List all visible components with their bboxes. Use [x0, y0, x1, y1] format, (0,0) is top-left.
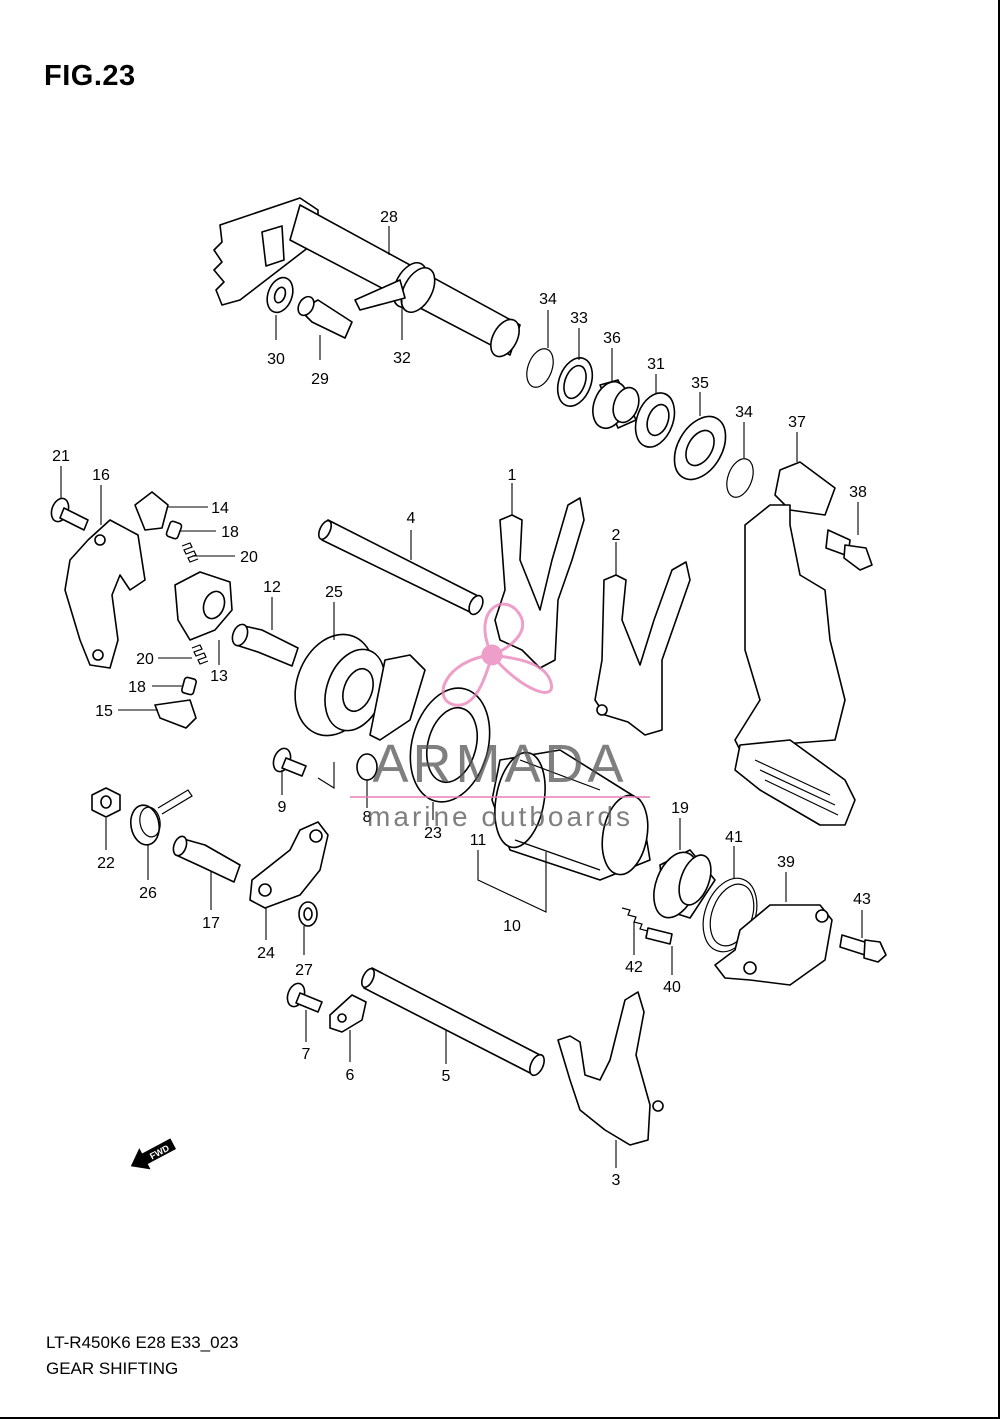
fork-shaft-5	[361, 967, 545, 1077]
callout-4: 4	[407, 510, 416, 527]
callout-8: 8	[363, 809, 372, 826]
callout-19: 19	[671, 800, 689, 817]
bolt-12	[231, 623, 299, 667]
callout-31: 31	[647, 356, 665, 373]
screw-7	[286, 982, 323, 1013]
gearshift-cam-11	[491, 749, 651, 881]
callout-34-a: 34	[539, 291, 557, 308]
callout-16: 16	[92, 467, 110, 484]
callout-1: 1	[508, 467, 517, 484]
washer-35	[673, 415, 727, 481]
nut-22	[91, 787, 121, 818]
bolt-29	[297, 295, 353, 339]
callout-29: 29	[311, 371, 329, 388]
guide-plate-16	[64, 519, 146, 669]
contact-40	[645, 927, 673, 945]
shift-arm-24	[249, 821, 329, 909]
pin-18-a	[165, 520, 183, 540]
watermark-tagline: marine outboards	[367, 801, 633, 832]
callout-23: 23	[424, 825, 442, 842]
callout-24: 24	[257, 945, 275, 962]
callout-3: 3	[612, 1172, 621, 1189]
leader-lines	[60, 226, 863, 1168]
callout-labels: 1 2 3 4 5 6 7 8 9 10 11 12 13 14 15 16 1…	[52, 209, 871, 1189]
pawl-14	[134, 491, 169, 531]
bolt-38	[825, 529, 873, 571]
plate-6	[329, 994, 367, 1033]
washer-33	[556, 357, 594, 407]
callout-5: 5	[442, 1068, 451, 1085]
callout-34-b: 34	[735, 404, 753, 421]
callout-32: 32	[393, 350, 411, 367]
callout-21: 21	[52, 448, 70, 465]
callout-15: 15	[95, 703, 113, 720]
fork-shaft-4	[318, 519, 484, 616]
callout-20-a: 20	[240, 549, 258, 566]
callout-18-b: 18	[128, 679, 146, 696]
switch-39	[714, 904, 833, 986]
shift-fork-3	[557, 991, 664, 1146]
screw-9	[272, 747, 307, 777]
bolt-43	[839, 934, 887, 963]
callout-42: 42	[625, 959, 643, 976]
callout-30: 30	[267, 351, 285, 368]
shift-shaft-28	[213, 197, 521, 358]
oil-seal-31	[634, 392, 676, 448]
bolt-17	[172, 835, 241, 883]
washer-27	[298, 901, 318, 927]
pin-18-b	[181, 676, 197, 696]
model-code: LT-R450K6 E28 E33_023	[46, 1333, 239, 1352]
callout-14: 14	[211, 500, 229, 517]
callout-38: 38	[849, 484, 867, 501]
callout-35: 35	[691, 375, 709, 392]
callout-41: 41	[725, 829, 743, 846]
callout-39: 39	[777, 854, 795, 871]
cam-driven-gear-25	[294, 633, 426, 741]
circlip-34-a	[526, 348, 554, 388]
callout-33: 33	[570, 310, 588, 327]
circlip-34-b	[726, 458, 754, 498]
watermark: ARMADA marine outboards	[350, 602, 650, 832]
callout-25: 25	[325, 584, 343, 601]
callout-12: 12	[263, 579, 281, 596]
washer-30	[266, 276, 294, 314]
propeller-logo-icon	[441, 602, 554, 707]
callout-28: 28	[380, 209, 398, 226]
callout-27: 27	[295, 962, 313, 979]
callout-2: 2	[612, 527, 621, 544]
callout-43: 43	[853, 891, 871, 908]
callout-37: 37	[788, 414, 806, 431]
spring-20-a	[181, 542, 199, 563]
callout-36: 36	[603, 330, 621, 347]
callout-20-b: 20	[136, 651, 154, 668]
spring-26	[129, 789, 193, 846]
pawl-15	[154, 699, 197, 729]
watermark-brand: ARMADA	[372, 734, 627, 794]
callout-17: 17	[202, 915, 220, 932]
callout-13: 13	[210, 668, 228, 685]
callout-10: 10	[503, 918, 521, 935]
figure-title: FIG.23	[44, 60, 136, 92]
callout-9: 9	[278, 799, 287, 816]
bearing-23	[409, 687, 491, 803]
screw-21	[50, 497, 89, 531]
callout-18-a: 18	[221, 524, 239, 541]
callout-22: 22	[97, 855, 115, 872]
callout-26: 26	[139, 885, 157, 902]
diagram-caption: GEAR SHIFTING	[46, 1359, 179, 1378]
callout-40: 40	[663, 979, 681, 996]
callout-6: 6	[346, 1067, 355, 1084]
stopper-13	[174, 571, 233, 641]
bearing-19	[653, 849, 716, 919]
fwd-arrow-icon: FWD	[130, 1138, 177, 1170]
shift-fork-1	[494, 497, 585, 669]
callout-11: 11	[470, 832, 487, 849]
spring-20-b	[191, 644, 209, 665]
gearshift-lever-37	[734, 461, 856, 826]
shift-fork-2	[594, 561, 691, 736]
callout-7: 7	[302, 1046, 311, 1063]
